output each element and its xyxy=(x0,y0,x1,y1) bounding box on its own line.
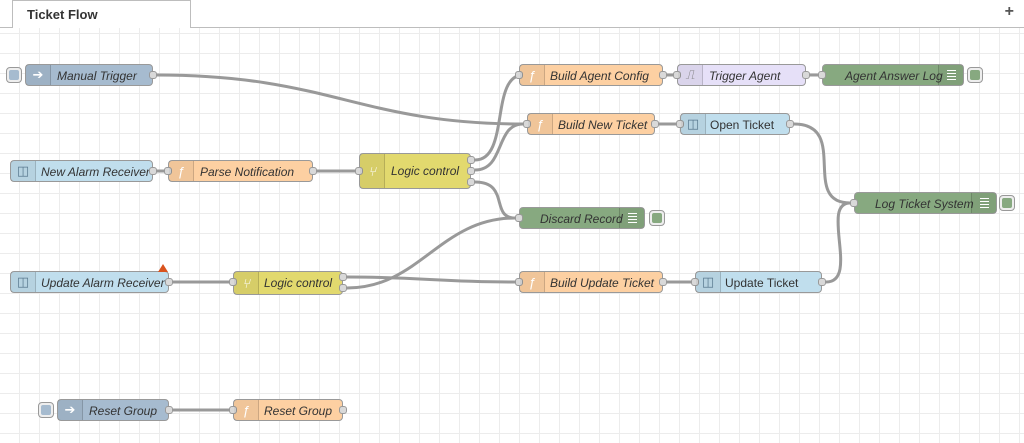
arrow-in-icon: ➔ xyxy=(58,400,83,420)
node-build-agent-config[interactable]: ƒ Build Agent Config xyxy=(515,64,667,86)
output-port-1[interactable] xyxy=(467,156,475,164)
node-label: Build Agent Config xyxy=(550,69,649,83)
input-port[interactable] xyxy=(229,406,237,414)
function-icon: ƒ xyxy=(528,114,553,134)
input-port[interactable] xyxy=(691,278,699,286)
node-log-ticket-system[interactable]: Log Ticket System xyxy=(850,192,997,214)
agent-answer-log-toggle[interactable] xyxy=(967,67,983,83)
log-ticket-system-toggle[interactable] xyxy=(999,195,1015,211)
node-build-new-ticket[interactable]: ƒ Build New Ticket xyxy=(523,113,659,135)
node-label: New Alarm Receiver xyxy=(41,165,150,179)
manual-trigger-inject-button[interactable] xyxy=(6,67,22,83)
node-label: Trigger Agent xyxy=(709,69,781,83)
node-label: Update Ticket xyxy=(725,276,799,290)
input-port[interactable] xyxy=(523,120,531,128)
output-port[interactable] xyxy=(309,167,317,175)
function-icon: ƒ xyxy=(169,161,194,181)
output-port[interactable] xyxy=(165,406,173,414)
debug-list-icon xyxy=(971,193,996,213)
function-icon: ƒ xyxy=(520,65,545,85)
node-label: Logic control xyxy=(264,276,333,290)
add-tab-button[interactable]: + xyxy=(1004,3,1014,20)
debug-list-icon xyxy=(619,208,644,228)
node-logic-control-1[interactable]: ⑂ Logic control xyxy=(355,153,475,189)
node-manual-trigger[interactable]: ➔ Manual Trigger xyxy=(25,64,157,86)
http-in-icon: ◫ xyxy=(681,114,706,134)
output-port-2[interactable] xyxy=(339,284,347,292)
node-label: Build Update Ticket xyxy=(550,276,654,290)
output-port[interactable] xyxy=(659,278,667,286)
debug-list-icon xyxy=(938,65,963,85)
node-agent-answer-log[interactable]: Agent Answer Log xyxy=(818,64,964,86)
node-reset-group-inject[interactable]: ➔ Reset Group xyxy=(57,399,173,421)
output-port[interactable] xyxy=(339,406,347,414)
output-port-3[interactable] xyxy=(467,178,475,186)
trigger-icon: ⎍ xyxy=(678,65,703,85)
discard-record-toggle[interactable] xyxy=(649,210,665,226)
node-label: Manual Trigger xyxy=(57,69,137,83)
node-label: Reset Group xyxy=(264,404,333,418)
tab-bar: Ticket Flow + xyxy=(0,0,1024,29)
node-build-update-ticket[interactable]: ƒ Build Update Ticket xyxy=(515,271,667,293)
switch-icon: ⑂ xyxy=(360,154,385,188)
function-icon: ƒ xyxy=(234,400,259,420)
warning-icon xyxy=(158,264,168,272)
output-port[interactable] xyxy=(651,120,659,128)
node-label: Discard Record xyxy=(540,212,623,226)
input-port[interactable] xyxy=(515,278,523,286)
output-port[interactable] xyxy=(659,71,667,79)
node-update-ticket[interactable]: ◫ Update Ticket xyxy=(691,271,826,293)
node-label: Update Alarm Receiver xyxy=(41,276,165,290)
node-open-ticket[interactable]: ◫ Open Ticket xyxy=(676,113,794,135)
node-reset-group-function[interactable]: ƒ Reset Group xyxy=(229,399,347,421)
output-port[interactable] xyxy=(149,71,157,79)
output-port-1[interactable] xyxy=(339,273,347,281)
input-port[interactable] xyxy=(818,71,826,79)
function-icon: ƒ xyxy=(520,272,545,292)
node-label: Logic control xyxy=(391,164,460,178)
node-label: Build New Ticket xyxy=(558,118,648,132)
tab-title: Ticket Flow xyxy=(27,7,98,22)
input-port[interactable] xyxy=(850,199,858,207)
node-logic-control-2[interactable]: ⑂ Logic control xyxy=(229,271,347,295)
input-port[interactable] xyxy=(515,71,523,79)
output-port[interactable] xyxy=(818,278,826,286)
node-new-alarm-receiver[interactable]: ◫ New Alarm Receiver xyxy=(10,160,157,182)
http-in-icon: ◫ xyxy=(11,161,36,181)
tab-ticket-flow[interactable]: Ticket Flow xyxy=(12,0,191,29)
output-port-2[interactable] xyxy=(467,167,475,175)
output-port[interactable] xyxy=(149,167,157,175)
node-label: Reset Group xyxy=(89,404,158,418)
flow-workspace[interactable] xyxy=(0,28,1024,443)
input-port[interactable] xyxy=(515,214,523,222)
node-label: Parse Notification xyxy=(200,165,295,179)
input-port[interactable] xyxy=(355,167,363,175)
node-trigger-agent[interactable]: ⎍ Trigger Agent xyxy=(673,64,810,86)
http-in-icon: ◫ xyxy=(11,272,36,292)
input-port[interactable] xyxy=(229,278,237,286)
node-parse-notification[interactable]: ƒ Parse Notification xyxy=(164,160,317,182)
node-discard-record[interactable]: Discard Record xyxy=(515,207,645,229)
input-port[interactable] xyxy=(673,71,681,79)
arrow-in-icon: ➔ xyxy=(26,65,51,85)
input-port[interactable] xyxy=(676,120,684,128)
node-update-alarm-receiver[interactable]: ◫ Update Alarm Receiver xyxy=(10,271,173,293)
node-label: Open Ticket xyxy=(710,118,775,132)
input-port[interactable] xyxy=(164,167,172,175)
node-label: Agent Answer Log xyxy=(845,69,943,83)
http-in-icon: ◫ xyxy=(696,272,721,292)
reset-group-inject-button[interactable] xyxy=(38,402,54,418)
output-port[interactable] xyxy=(802,71,810,79)
output-port[interactable] xyxy=(165,278,173,286)
node-label: Log Ticket System xyxy=(875,197,974,211)
switch-icon: ⑂ xyxy=(234,272,259,294)
output-port[interactable] xyxy=(786,120,794,128)
